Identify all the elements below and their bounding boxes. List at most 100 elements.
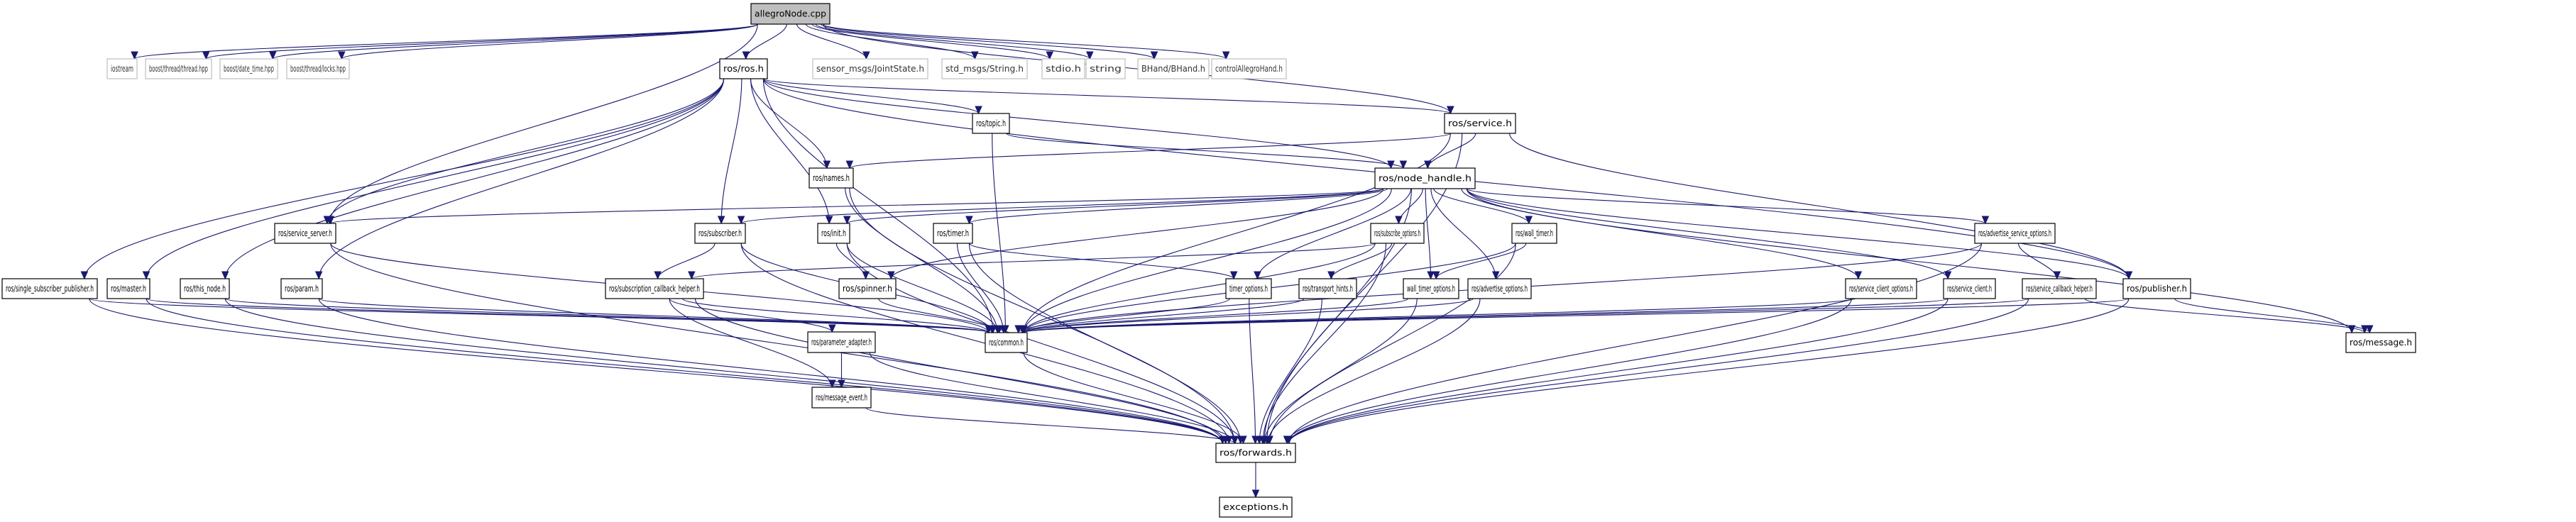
arrowhead-icon xyxy=(1239,435,1247,445)
node-ros-names-h[interactable]: ros/names.h xyxy=(809,167,854,189)
node-ros-service-client-h[interactable]: ros/service_client.h xyxy=(1943,278,1996,299)
edge-thisnode-to-common xyxy=(224,298,993,334)
node-boost-date-time-hpp: boost/date_time.hpp xyxy=(219,58,278,79)
node-ros-ros-h[interactable]: ros/ros.h xyxy=(719,58,768,79)
edge-line xyxy=(669,298,833,388)
node-label: ros/init.h xyxy=(821,228,846,238)
node-ros-advertise-service-options-h[interactable]: ros/advertise_service_options.h xyxy=(1974,223,2056,244)
edge-ros-to-topic xyxy=(762,78,982,115)
edge-srvcb-to-common xyxy=(1019,298,2029,334)
node-exceptions-h[interactable]: exceptions.h xyxy=(1219,496,1293,518)
node-allegronode-cpp: allegroNode.cpp xyxy=(750,3,831,25)
node-ros-transport-hints-h[interactable]: ros/transport_hints.h xyxy=(1298,278,1357,299)
node-label: boost/thread/thread.hpp xyxy=(149,64,208,74)
node-box xyxy=(106,58,138,79)
node-box xyxy=(817,223,850,244)
node-ros-service-client-options-h[interactable]: ros/service_client_options.h xyxy=(1845,278,1917,299)
edge-nodehandle-to-message xyxy=(1466,188,2356,334)
node-ros-service-server-h[interactable]: ros/service_server.h xyxy=(274,223,336,244)
edge-line xyxy=(329,23,758,224)
edge-line xyxy=(1466,188,1949,279)
arrowhead-icon xyxy=(828,379,836,389)
node-ros-service-h[interactable]: ros/service.h xyxy=(1444,113,1516,134)
node-wall-timer-options-h[interactable]: wall_timer_options.h xyxy=(1403,278,1459,299)
node-label: stdio.h xyxy=(1046,64,1081,74)
node-ros-parameter-adapter-h[interactable]: ros/parameter_adapter.h xyxy=(807,331,876,353)
edge-spinner-to-common xyxy=(878,298,1003,334)
edge-publisher-to-message xyxy=(2174,298,2374,334)
node-box xyxy=(1467,278,1532,299)
node-box xyxy=(280,278,323,299)
node-ros-advertise-options-h[interactable]: ros/advertise_options.h xyxy=(1467,278,1532,299)
edge-nodehandle-to-advopts xyxy=(1430,188,1500,280)
node-label: boost/thread/locks.hpp xyxy=(290,64,346,74)
edge-timer-to-timeropts xyxy=(968,243,1238,280)
edge-line xyxy=(846,243,1235,444)
edge-line xyxy=(849,187,1235,444)
node-label: ros/timer.h xyxy=(937,228,969,238)
node-ros-common-h[interactable]: ros/common.h xyxy=(985,332,1028,353)
node-label: ros/message.h xyxy=(2350,338,2412,348)
node-label: ros/subscribe_options.h xyxy=(1374,228,1420,238)
node-ros-message-h[interactable]: ros/message.h xyxy=(2345,332,2416,353)
arrowhead-icon xyxy=(1264,435,1272,445)
node-box xyxy=(1298,278,1357,299)
node-ros-topic-h[interactable]: ros/topic.h xyxy=(972,113,1010,134)
node-ros-spinner-h[interactable]: ros/spinner.h xyxy=(838,278,897,299)
node-box xyxy=(1225,278,1272,299)
node-boost-thread-thread-hpp: boost/thread/thread.hpp xyxy=(145,58,212,79)
edge-line xyxy=(1286,298,1852,444)
edge-line xyxy=(821,23,1155,60)
node-ros-publisher-h[interactable]: ros/publisher.h xyxy=(2122,278,2191,299)
edge-nodehandle-to-walltimer xyxy=(1433,188,1533,225)
arrowhead-icon xyxy=(1399,160,1408,170)
edge-line xyxy=(224,298,1223,444)
edge-line xyxy=(133,23,758,60)
edge-line xyxy=(1288,243,1982,444)
node-ros-init-h[interactable]: ros/init.h xyxy=(817,223,850,244)
edge-line xyxy=(1023,298,2029,333)
node-ros-param-h[interactable]: ros/param.h xyxy=(280,278,323,299)
arrowhead-icon xyxy=(1251,489,1260,499)
node-ros-node-handle-h[interactable]: ros/node_handle.h xyxy=(1374,167,1476,189)
arrowhead-icon xyxy=(965,216,973,225)
node-box xyxy=(1403,278,1459,299)
edge-nodehandle-to-walltimeropts xyxy=(1425,188,1435,280)
node-box xyxy=(811,387,872,409)
edge-line xyxy=(968,243,1234,279)
arrowhead-icon xyxy=(1981,216,1990,225)
node-ros-this-node-h[interactable]: ros/this_node.h xyxy=(180,278,230,299)
edge-line xyxy=(1023,298,1474,333)
node-ros-service-callback-helper-h[interactable]: ros/service_callback_helper.h xyxy=(2022,278,2097,299)
edge-allegroNode-to-blocks xyxy=(338,23,758,60)
edge-line xyxy=(669,298,833,333)
edge-paramadapter-to-msgevent xyxy=(838,352,845,389)
edge-line xyxy=(1466,188,1986,224)
node-ros-wall-timer-h[interactable]: ros/wall_timer.h xyxy=(1511,223,1557,244)
edge-line xyxy=(1259,298,1322,444)
arrowhead-icon xyxy=(1447,106,1454,115)
node-label: ros/subscriber.h xyxy=(698,228,742,238)
node-label: controlAllegroHand.h xyxy=(1215,64,1283,74)
node-ros-forwards-h[interactable]: ros/forwards.h xyxy=(1215,443,1296,463)
node-timer-options-h[interactable]: timer_options.h xyxy=(1225,278,1272,299)
edge-param-to-common xyxy=(318,298,993,334)
node-ros-timer-h[interactable]: ros/timer.h xyxy=(933,223,973,244)
node-ros-subscriber-h[interactable]: ros/subscriber.h xyxy=(694,223,746,244)
edge-line xyxy=(1330,243,1393,279)
edge-line xyxy=(2174,298,2370,333)
edge-subcb-to-paramadapter xyxy=(669,298,836,333)
node-ros-single-subscriber-publisher-h[interactable]: ros/single_subscriber_publisher.h xyxy=(1,278,98,299)
node-box xyxy=(2022,278,2097,299)
edge-ros-to-thisnode xyxy=(221,78,725,280)
node-box xyxy=(2122,278,2191,299)
node-ros-subscribe-options-h[interactable]: ros/subscribe_options.h xyxy=(1370,223,1425,244)
edge-line xyxy=(1288,298,1949,444)
node-ros-master-h[interactable]: ros/master.h xyxy=(106,278,150,299)
node-ros-message-event-h[interactable]: ros/message_event.h xyxy=(811,387,872,409)
edge-line xyxy=(846,243,998,333)
node-ros-subscription-callback-helper-h[interactable]: ros/subscription_callback_helper.h xyxy=(605,278,704,299)
edge-ros-to-subscriber xyxy=(717,78,742,225)
edge-srvclient-to-forwards xyxy=(1285,298,1949,445)
